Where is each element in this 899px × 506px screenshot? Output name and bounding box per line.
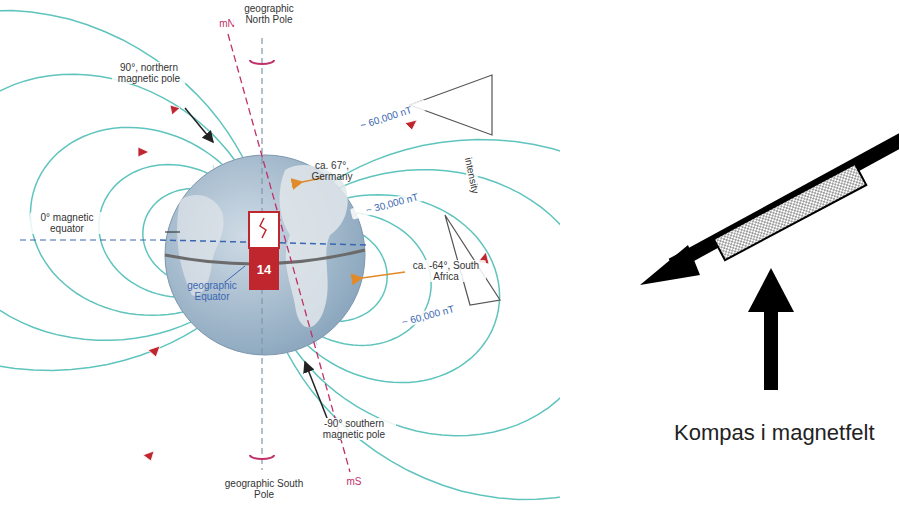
continent [280,165,348,327]
callout-number: 14 [257,262,271,277]
location-label: ca. -64°, South Africa [406,260,486,282]
axis-label: mS [340,476,368,487]
equator-label: 0° magnetic equator [30,212,104,234]
bar-magnet [249,212,279,248]
leader-line [165,232,180,233]
field-lines [0,11,560,500]
rotation-arrow [250,455,274,459]
magnetic-axis [228,34,350,472]
leader-line [362,272,405,278]
magnet-mark [260,218,266,238]
intensity-value: ~ 30,000 nT [350,187,434,219]
leader-line [185,108,213,142]
field-direction-markers [138,105,489,461]
leader-line [225,266,245,282]
rotation-arrow [250,60,274,64]
location-label: ca. 67°, Germany [298,160,366,182]
pole-label: 90°, northern magnetic pole [112,62,186,84]
pole-label: geographic South Pole [222,478,306,500]
intensity-value: ~ 60,000 nT [344,99,427,135]
figure-caption: Kompas i magnetfelt [672,420,896,446]
compass-figure [640,138,899,390]
pole-label: -90° southern magnetic pole [312,418,396,440]
magnet-box: 14 [249,248,279,290]
globe [165,155,365,355]
intensity-label: intensity [460,143,484,208]
magnetic-equator-line [20,240,160,241]
equator-label: geographic Equator [180,280,244,302]
pole-label: geographic North Pole [232,3,306,25]
leader-line [305,362,327,418]
